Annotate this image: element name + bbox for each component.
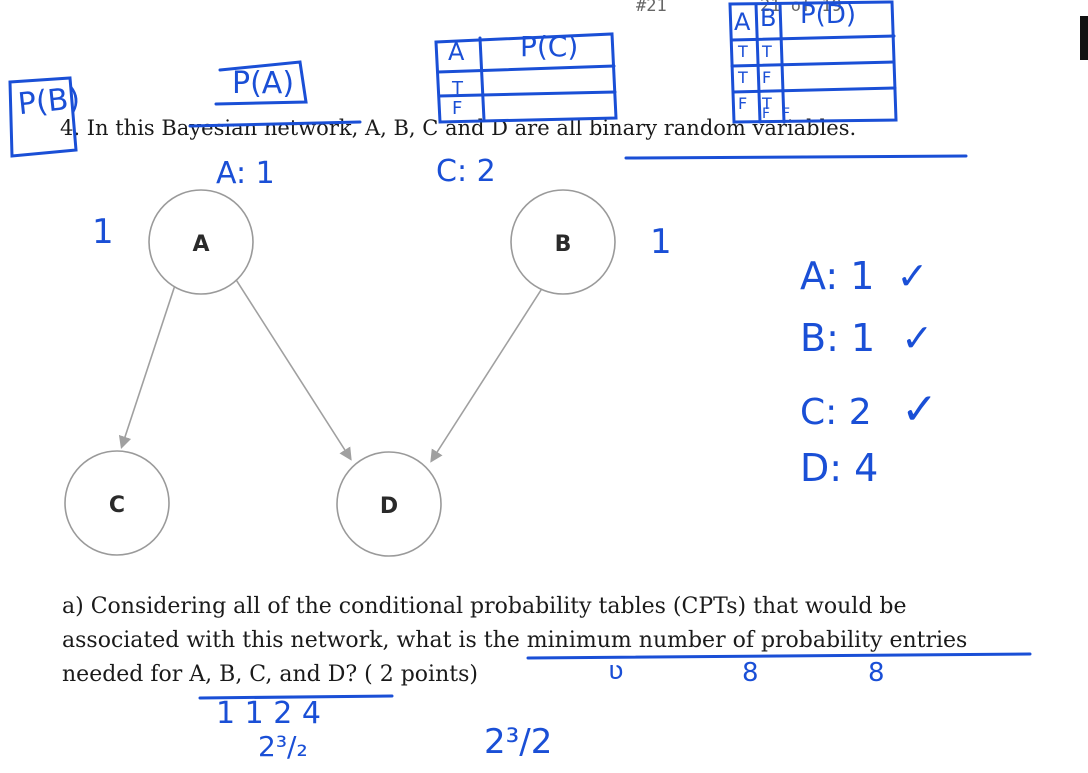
pb-box-outline xyxy=(8,76,78,158)
underline-abcd xyxy=(198,694,394,700)
table-c-col1: A xyxy=(448,38,465,66)
table-d-r3a: F xyxy=(738,94,748,113)
pb-box-label: P(B) xyxy=(16,80,82,123)
answer-a-text: A: 1 xyxy=(800,254,875,298)
pa-box-label: P(A) xyxy=(232,66,295,101)
table-d-col3: P(D) xyxy=(800,0,856,30)
part-a-line1: a) Considering all of the conditional pr… xyxy=(62,594,907,619)
table-c-vline xyxy=(478,36,486,122)
left-one: 1 xyxy=(92,212,114,252)
answer-b-text: B: 1 xyxy=(800,316,876,360)
table-c-row-t: T xyxy=(452,78,463,99)
edge-b-d xyxy=(430,275,551,463)
bottom-nums: 1 1 2 4 xyxy=(216,696,321,731)
node-a: A xyxy=(148,189,254,295)
part-a-line3: needed for A, B, C, and D? ( 2 points) xyxy=(62,662,478,687)
answer-a: A: 1 ✓ xyxy=(800,254,928,298)
node-a-label: A xyxy=(192,232,209,257)
fraction-left: 2³/₂ xyxy=(258,730,308,763)
answer-c: C: 2 ✓ xyxy=(800,384,938,435)
check-icon: ✓ xyxy=(896,254,929,298)
table-d-r4b: F xyxy=(782,106,791,122)
node-c: C xyxy=(64,450,170,556)
table-d-vline2 xyxy=(778,2,786,124)
answer-b: B: 1 ✓ xyxy=(800,316,933,360)
answer-d: D: 4 xyxy=(800,446,879,490)
fraction-right: 2³/2 xyxy=(484,722,553,762)
pa-box-outline xyxy=(214,60,308,106)
edge-a-c xyxy=(118,269,181,450)
underline-minimum xyxy=(526,652,1032,660)
table-d-r3b: T xyxy=(762,94,772,113)
table-d-hline3 xyxy=(731,86,897,94)
check-icon: ✓ xyxy=(901,316,934,360)
table-c-hline2 xyxy=(437,90,617,98)
part-a-line2: associated with this network, what is th… xyxy=(62,628,968,653)
underline-intro xyxy=(624,154,968,160)
table-d-hline2 xyxy=(730,60,896,68)
under-mark-2: 8 xyxy=(742,658,759,688)
node-c-label: C xyxy=(109,493,125,518)
under-mark-3: 8 xyxy=(868,658,885,688)
node-d-label: D xyxy=(380,494,398,519)
table-d-col2: B xyxy=(760,4,777,32)
table-d-col1: A xyxy=(734,8,751,36)
table-c-hline1 xyxy=(436,64,616,74)
table-d-r2a: T xyxy=(738,68,748,87)
node-b-label: B xyxy=(555,232,572,257)
table-d-r1a: T xyxy=(738,42,748,61)
ink-strokes xyxy=(8,0,1032,700)
right-one: 1 xyxy=(650,222,672,262)
c-count-top: C: 2 xyxy=(436,154,496,189)
edge-marker xyxy=(1080,16,1088,60)
table-d-r2b: F xyxy=(762,68,772,87)
check-icon: ✓ xyxy=(901,384,938,435)
strike-bayesian xyxy=(188,120,362,128)
a-count-top: A: 1 xyxy=(216,156,275,191)
table-d-r1b: T xyxy=(762,42,772,61)
edge-a-d xyxy=(225,263,352,461)
node-b: B xyxy=(510,189,616,295)
table-c-row-f: F xyxy=(452,98,463,119)
table-c-col2: P(C) xyxy=(520,30,579,63)
table-d-outline xyxy=(728,0,898,124)
under-mark-1: ʋ xyxy=(608,656,624,686)
table-d-r4a: F xyxy=(762,106,771,122)
answer-c-text: C: 2 xyxy=(800,392,872,433)
table-d-vline1 xyxy=(754,2,762,124)
page-ref: #21 xyxy=(636,0,667,16)
node-d: D xyxy=(336,451,442,557)
table-d-hline1 xyxy=(730,34,896,42)
